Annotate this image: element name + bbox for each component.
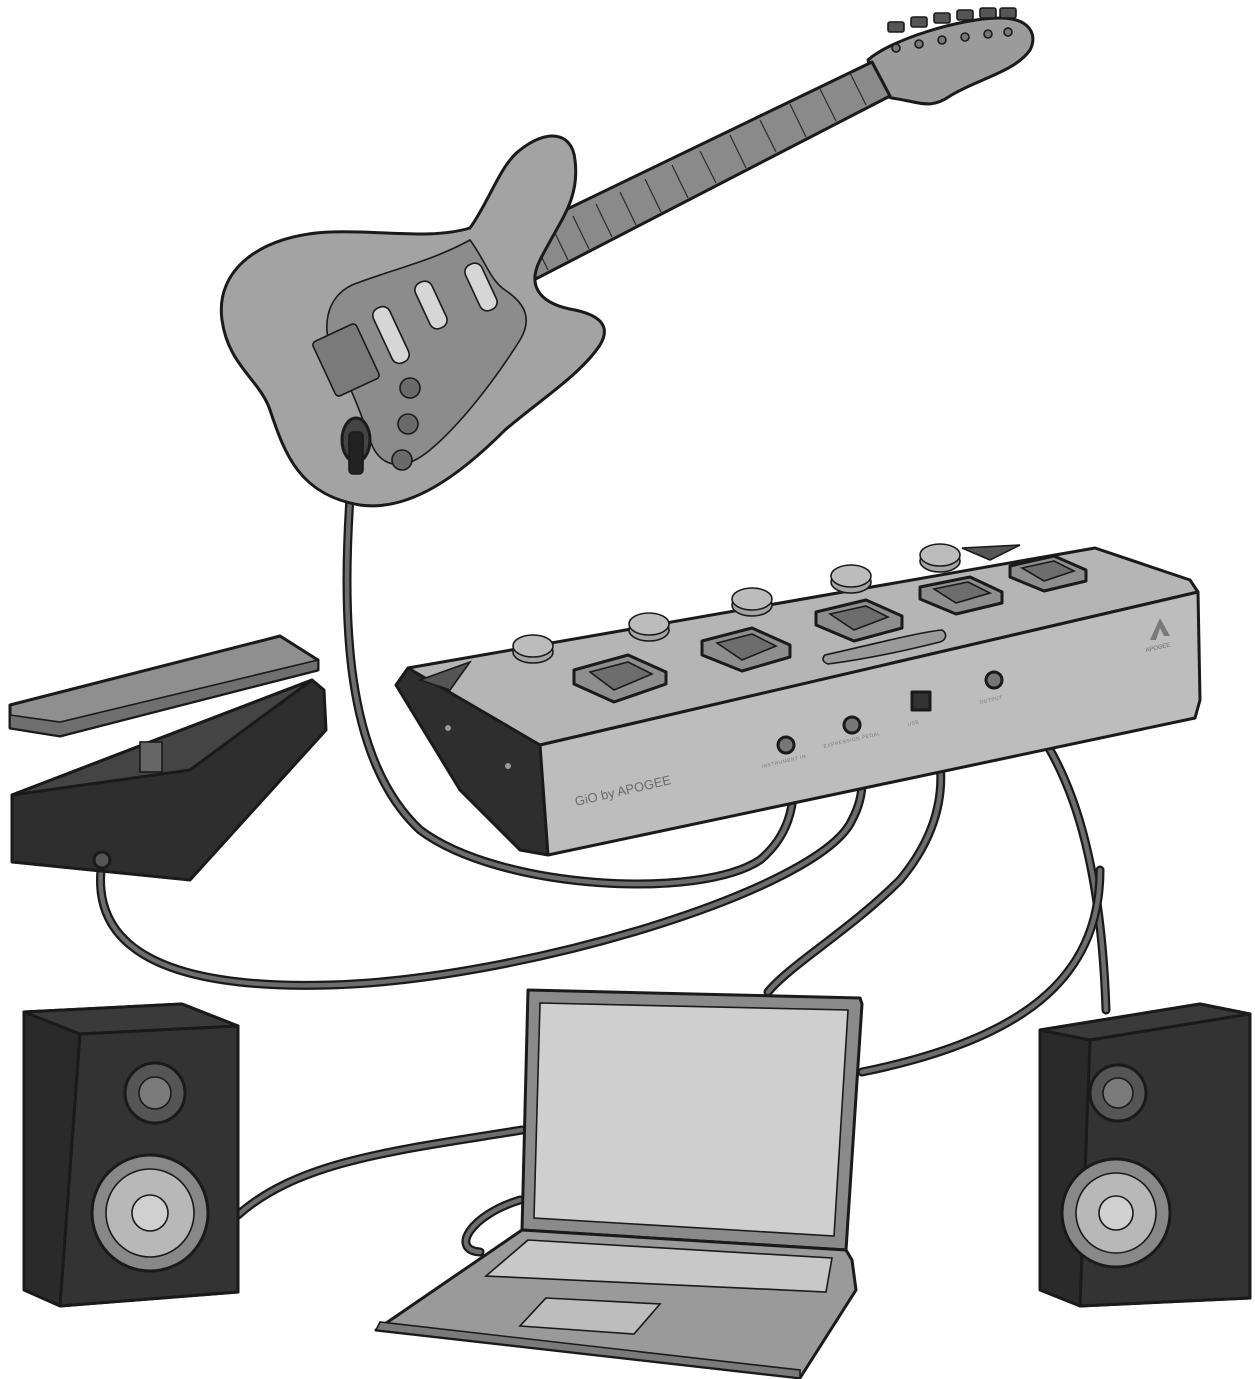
usb-port: [912, 692, 930, 710]
guitar-icon: [221, 8, 1033, 506]
speaker-left-icon: [24, 1004, 238, 1306]
cable-left-speaker-to-laptop: [238, 1130, 522, 1215]
pedal-jack: [94, 852, 110, 868]
laptop-screen: [534, 1003, 848, 1236]
output-jack: [986, 672, 1002, 688]
instrument-input-jack: [778, 737, 794, 753]
speaker-right-icon: [1040, 1004, 1250, 1306]
laptop-icon: [376, 990, 862, 1378]
expression-pedal-jack: [844, 717, 860, 733]
expression-pedal-icon: [10, 636, 326, 880]
